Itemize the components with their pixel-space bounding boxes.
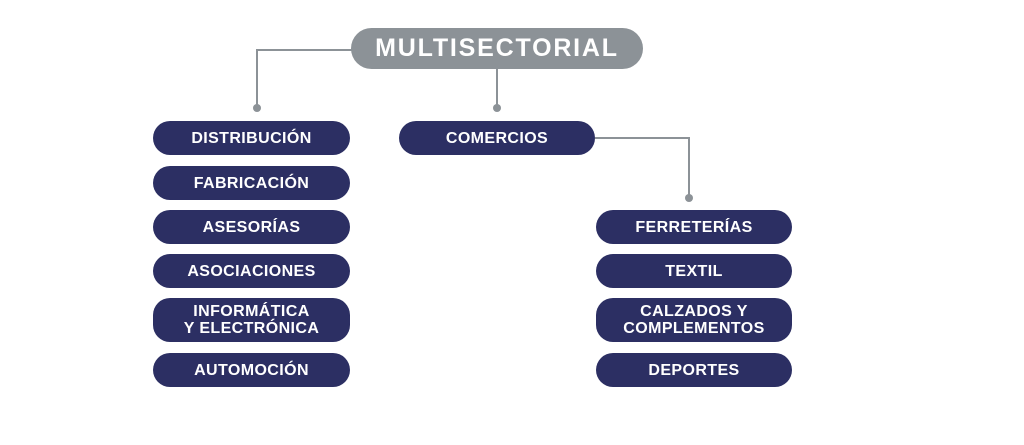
connector-dot-comercios <box>493 104 501 112</box>
node-ferreterias: FERRETERÍAS <box>596 210 792 244</box>
node-asesorias: ASESORÍAS <box>153 210 350 244</box>
node-fabricacion: FABRICACIÓN <box>153 166 350 200</box>
connector-comercios-to-children <box>595 137 690 198</box>
connector-root-to-left-branch <box>256 49 352 108</box>
node-comercios: COMERCIOS <box>399 121 595 155</box>
node-textil: TEXTIL <box>596 254 792 288</box>
node-distribucion: DISTRIBUCIÓN <box>153 121 350 155</box>
connector-dot-left-branch <box>253 104 261 112</box>
node-asociaciones: ASOCIACIONES <box>153 254 350 288</box>
node-informatica-electronica: INFORMÁTICA Y ELECTRÓNICA <box>153 298 350 342</box>
connector-dot-commerce-children <box>685 194 693 202</box>
root-node: MULTISECTORIAL <box>351 28 643 69</box>
node-calzados-complementos: CALZADOS Y COMPLEMENTOS <box>596 298 792 342</box>
node-automocion: AUTOMOCIÓN <box>153 353 350 387</box>
node-deportes: DEPORTES <box>596 353 792 387</box>
